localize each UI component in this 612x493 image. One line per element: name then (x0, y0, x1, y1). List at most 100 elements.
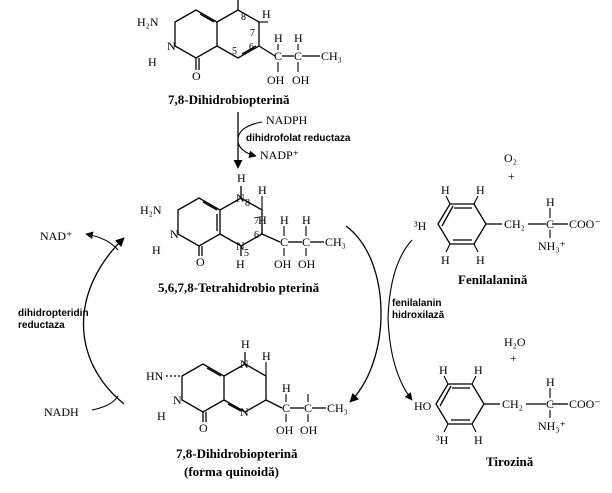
atom-number: 7 (250, 28, 255, 39)
atom: CH₃ (321, 49, 342, 63)
atom: CH₃ (325, 235, 346, 249)
atom: H (274, 31, 283, 45)
plus-sign: + (510, 351, 517, 365)
atom: H (282, 381, 291, 395)
atom: N (236, 239, 245, 253)
atom: H (474, 363, 483, 377)
atom: H (294, 31, 303, 45)
atom: OH (300, 423, 318, 437)
atom: H (476, 183, 485, 197)
atom: H (262, 7, 271, 21)
atom: H (439, 363, 448, 377)
molecule-subname-quinoid: (forma quinoidă) (184, 464, 279, 479)
o2-label: O₂ (504, 151, 517, 165)
atom: O (199, 421, 208, 435)
dihydrobiopterin-structure (174, 0, 320, 72)
atom: H (546, 195, 555, 209)
atom: H (258, 183, 267, 197)
atom: COO⁻ (569, 217, 601, 231)
atom: H (476, 253, 485, 267)
atom: H (302, 213, 311, 227)
atom: OH (274, 257, 292, 271)
atom-number: 6 (249, 42, 254, 53)
nad-curve (85, 231, 119, 251)
atom: H (148, 55, 157, 69)
tetrahydrobiopterin-structure (177, 186, 324, 256)
nadph-curve (237, 121, 263, 139)
atom-number: 7 (254, 216, 259, 227)
dhfr-enzyme-label: dihidrofolat reductaza (246, 133, 351, 144)
atom: C (280, 235, 288, 249)
phenylalanine-structure (437, 195, 568, 253)
atom: N (240, 405, 249, 419)
oxidation-arrow (345, 225, 382, 403)
plus-sign: + (508, 169, 515, 183)
molecule-name-dihydrobiopterin: 7,8-Dihidrobiopterină (168, 92, 290, 107)
atom: H (280, 213, 289, 227)
atom: C (282, 401, 290, 415)
atom: OH (276, 423, 294, 437)
atom: H (546, 375, 555, 389)
atom: OH (298, 257, 316, 271)
dhpr-enzyme-label-2: reductaza (18, 320, 65, 331)
atom: ³H (414, 219, 427, 233)
h2o-label: H₂O (504, 335, 526, 349)
atom-number: 5 (232, 46, 237, 57)
atom: H (262, 349, 271, 363)
atom: C (546, 397, 554, 411)
atom: HN (146, 369, 164, 383)
atom: CH₂ (504, 217, 525, 231)
atom: H (236, 257, 245, 271)
nadh-label: NADH (44, 405, 79, 419)
dhpr-enzyme-label-1: dihidropteridin (18, 308, 89, 319)
atom: H (441, 183, 450, 197)
molecule-name-tyrosine: Tirozină (486, 454, 534, 469)
quinoid-dihydrobiopterin-structure (166, 352, 326, 422)
atom: H (258, 213, 267, 227)
nadp-curve (237, 141, 257, 159)
atom: NH₃⁺ (538, 419, 566, 433)
atom: COO⁻ (569, 397, 601, 411)
atom: H (441, 253, 450, 267)
atom: H (157, 409, 166, 423)
atom: ³H (436, 433, 449, 447)
atom: H (474, 433, 483, 447)
atom: N (236, 191, 245, 205)
atom: C (302, 235, 310, 249)
atom: HO (414, 399, 432, 413)
pah-enzyme-label-2: hidroxilază (392, 310, 445, 321)
pah-enzyme-label-1: fenilalanin (392, 298, 441, 309)
atom: CH₃ (327, 401, 348, 415)
molecule-name-tetrahydrobiopterin: 5,6,7,8-Tetrahidrobio pterină (158, 280, 320, 295)
nadph-label: NADPH (266, 113, 308, 127)
nad-label: NAD⁺ (40, 229, 72, 243)
atom: C (294, 49, 302, 63)
substrate-arrow (387, 239, 413, 401)
atom: NH₃⁺ (538, 239, 566, 253)
atom-number: 6 (254, 230, 259, 241)
atom: H₂N (137, 15, 159, 29)
atom: H (241, 337, 250, 351)
atom: OH (292, 73, 310, 87)
atom: H₂N (140, 203, 162, 217)
atom: C (274, 49, 282, 63)
atom: C (304, 401, 312, 415)
atom-number: 8 (241, 12, 246, 23)
tyrosine-structure (435, 375, 568, 433)
atom-number: 8 (245, 198, 250, 209)
atom: O (196, 255, 205, 269)
molecule-name-phenylalanine: Fenilalanină (458, 272, 528, 287)
atom: OH (267, 73, 285, 87)
atom: O (192, 69, 201, 83)
regeneration-arrow (83, 237, 125, 405)
atom: H (152, 243, 161, 257)
atom: H (237, 171, 246, 185)
atom-number: 5 (244, 248, 249, 259)
atom: N (240, 357, 249, 371)
atom: C (546, 217, 554, 231)
atom: N (170, 227, 179, 241)
molecule-name-quinoid: 7,8-Dihidrobiopterină (176, 446, 298, 461)
atom: N (167, 39, 176, 53)
